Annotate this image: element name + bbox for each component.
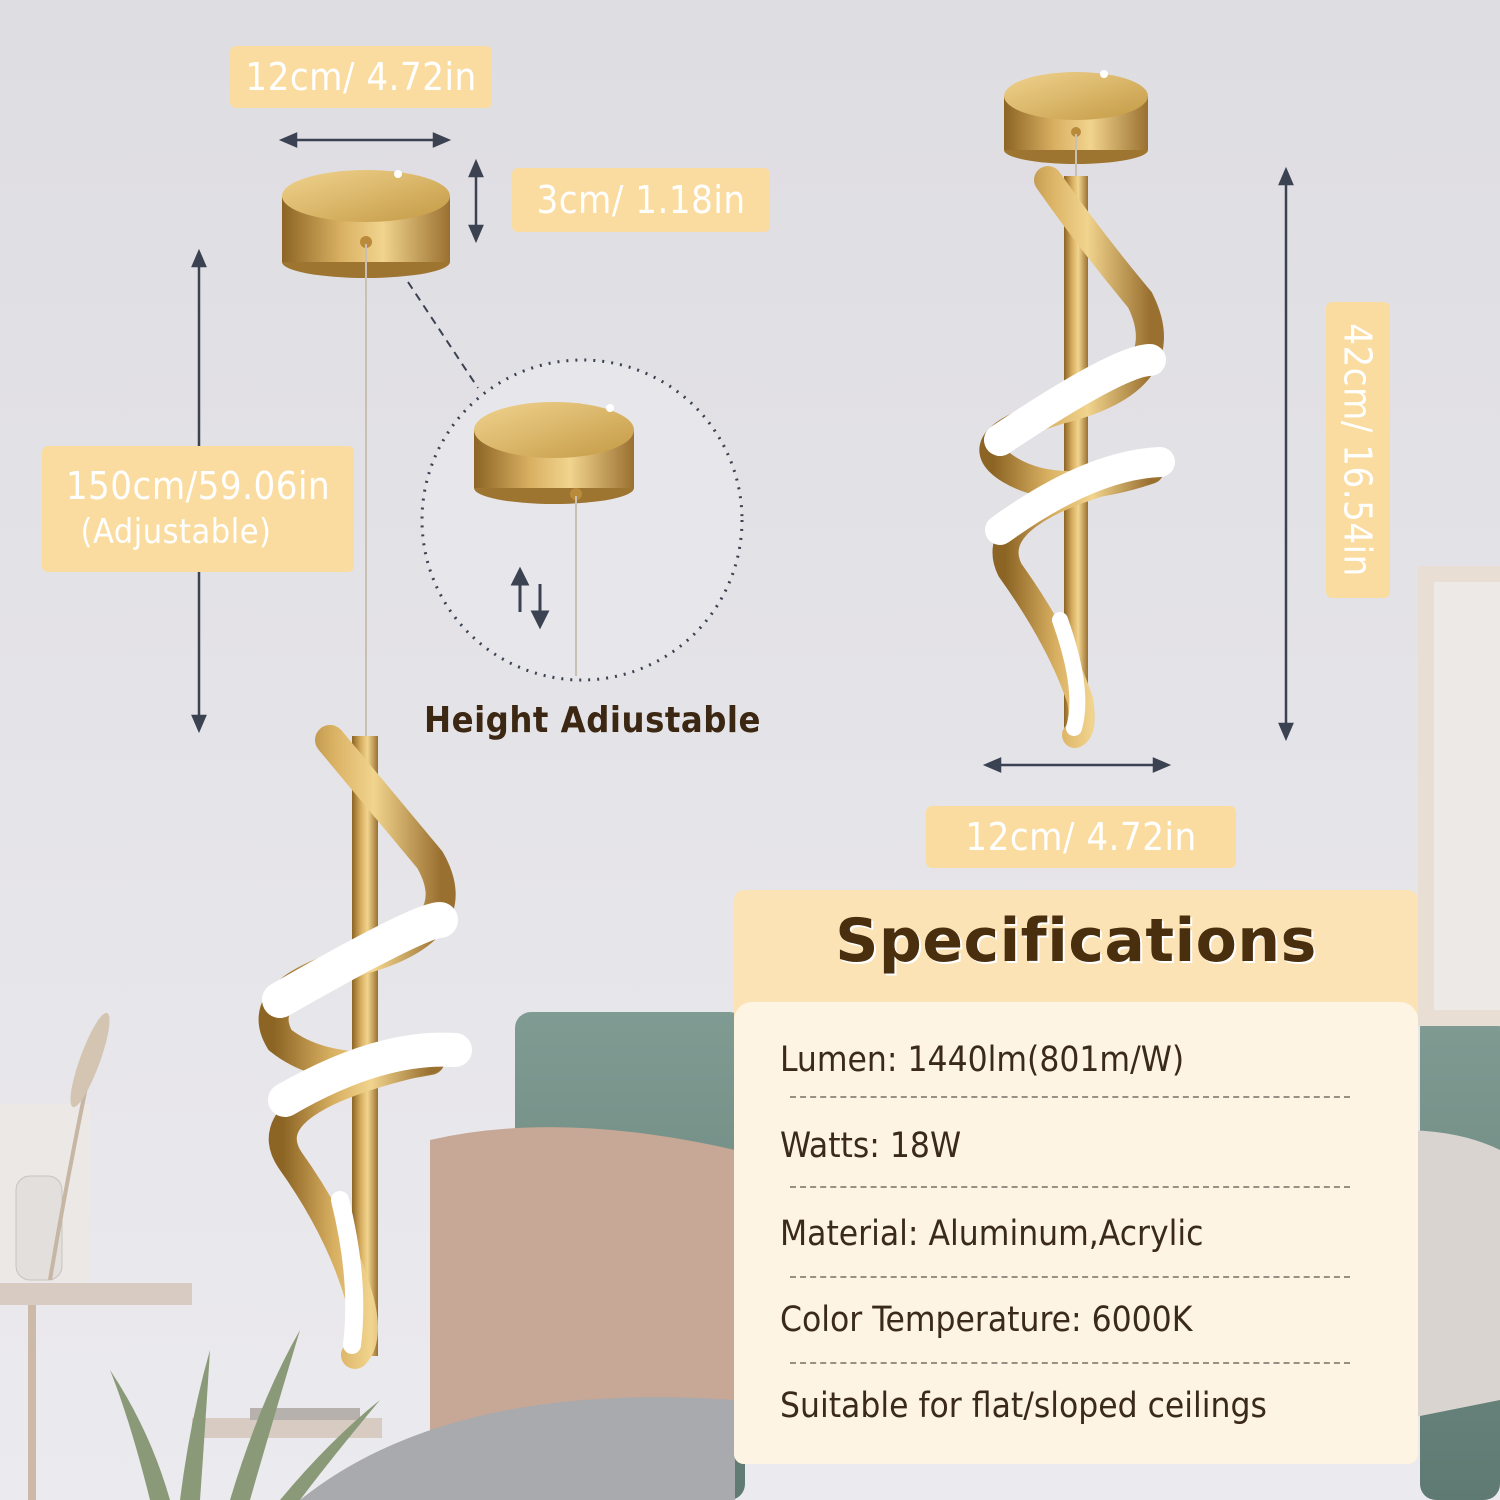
blanket <box>300 1397 735 1500</box>
spec-divider <box>790 1362 1350 1364</box>
pillow-right <box>1400 1130 1500 1420</box>
specifications-list: Lumen: 1440lm(801m/W) Watts: 18W Materia… <box>734 1002 1418 1464</box>
canopy-width-label: 12cm/ 4.72in <box>230 46 492 108</box>
canopy-height-label: 3cm/ 1.18in <box>512 168 770 232</box>
canopy-top <box>282 170 450 222</box>
plant <box>110 1330 380 1500</box>
specifications-panel: Specifications Lumen: 1440lm(801m/W) Wat… <box>734 890 1418 1464</box>
fixture-width-label: 12cm/ 4.72in <box>926 806 1236 868</box>
spec-item-material: Material: Aluminum,Acrylic <box>780 1214 1204 1254</box>
canopy-width-text: 12cm/ 4.72in <box>245 55 477 99</box>
spec-item-color-temperature: Color Temperature: 6000K <box>780 1300 1193 1340</box>
spiral-right <box>979 166 1175 748</box>
canopy-height-text: 3cm/ 1.18in <box>536 178 746 222</box>
spec-item-ceiling: Suitable for flat/sloped ceilings <box>780 1386 1267 1426</box>
fixture-height-text: 42cm/ 16.54in <box>1336 323 1381 577</box>
fixture-width-text: 12cm/ 4.72in <box>965 815 1197 859</box>
fixture-height-label: 42cm/ 16.54in <box>1326 302 1390 598</box>
spec-divider <box>790 1186 1350 1188</box>
cable-length-text: 150cm/59.06in <box>65 464 331 508</box>
spec-divider <box>790 1096 1350 1098</box>
adjust-arrows-icon <box>510 566 550 630</box>
spiral-left <box>258 725 472 1369</box>
cable-length-label: 150cm/59.06in (Adjustable) <box>42 446 354 572</box>
spec-divider <box>790 1276 1350 1278</box>
shelf <box>0 1283 192 1305</box>
spec-item-watts: Watts: 18W <box>780 1126 962 1166</box>
spec-item-lumen: Lumen: 1440lm(801m/W) <box>780 1040 1185 1080</box>
height-adjustable-caption: Height Adiustable <box>424 700 761 741</box>
specifications-title: Specifications <box>835 906 1317 976</box>
cable-note-text: (Adjustable) <box>80 512 272 552</box>
